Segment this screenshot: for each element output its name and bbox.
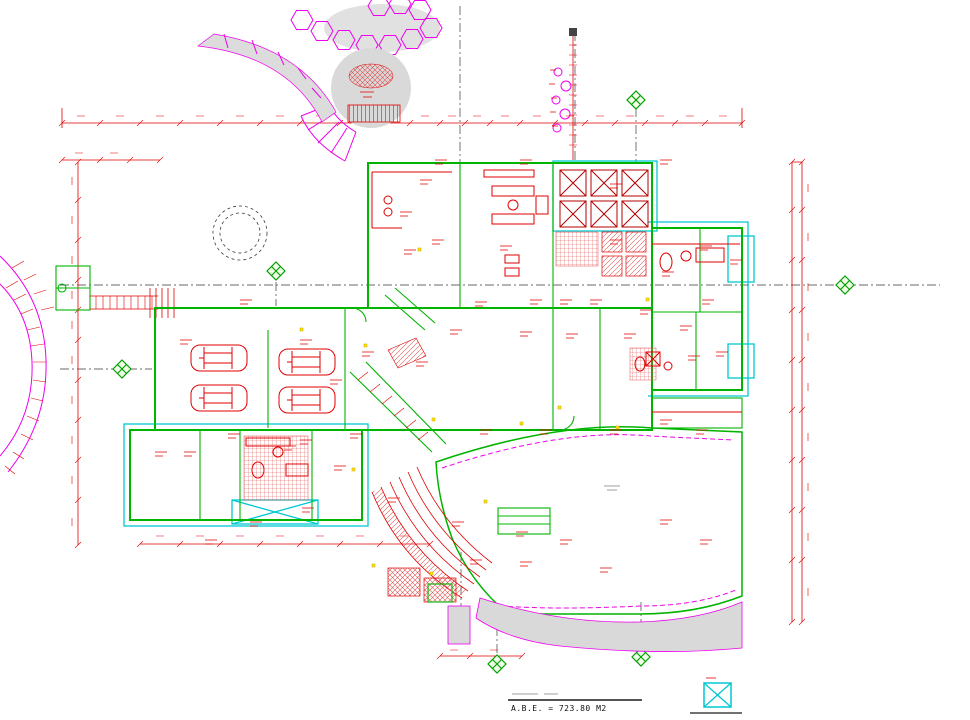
title-block: A.B.E. = 723.80 M2 — [508, 693, 642, 713]
axis-lines — [60, 6, 940, 655]
skylight-grid — [559, 169, 649, 277]
elevation-marker-icon — [626, 90, 646, 110]
elevation-marker-icon — [112, 359, 132, 379]
car-icon — [190, 384, 248, 412]
elevation-marker-icon — [487, 654, 507, 674]
planter-hatch — [423, 577, 457, 603]
pool-terrace — [371, 397, 743, 652]
car-icon — [190, 344, 248, 372]
left-road — [0, 255, 175, 475]
annotation-marks — [155, 159, 742, 573]
north-symbol-icon — [690, 677, 742, 714]
walk-strip — [447, 605, 471, 645]
car-icon — [278, 348, 336, 376]
tree-icon — [212, 205, 268, 261]
electrical-dots — [299, 247, 650, 576]
garage-cars — [190, 344, 336, 414]
circular-planter — [331, 48, 411, 128]
planter-hatch — [387, 567, 421, 597]
dimension-lines — [58, 108, 809, 660]
curved-walkway — [197, 33, 337, 123]
elevation-marker-icon — [835, 275, 855, 295]
roof-overhangs — [123, 160, 755, 527]
pool-steps — [497, 507, 551, 535]
entry-walk — [90, 288, 175, 318]
hatched-squares — [601, 231, 647, 277]
tile-hatch-areas — [243, 231, 657, 501]
bathroom-fixtures — [245, 243, 740, 479]
area-label: A.B.E. = 723.80 M2 — [511, 704, 607, 713]
shrub-bed — [324, 4, 440, 52]
elevation-marker-icon — [266, 261, 286, 281]
driveway-band — [475, 597, 743, 652]
landscape-top — [197, 0, 577, 162]
living-room-furniture — [483, 169, 549, 277]
curved-steps — [371, 466, 493, 599]
gate-house — [55, 265, 91, 311]
car-icon — [278, 386, 336, 414]
kitchen-counters — [371, 171, 452, 229]
entry-path-top — [549, 28, 577, 160]
